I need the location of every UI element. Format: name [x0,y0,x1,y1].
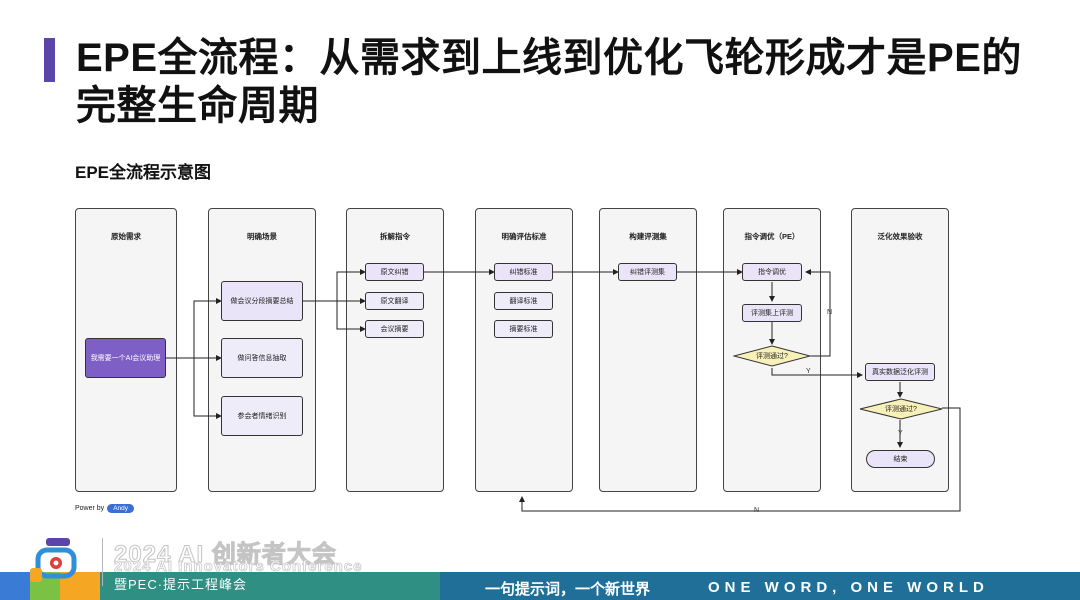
column-title: 构建评测集 [629,232,667,241]
title-accent-bar [44,38,55,82]
flow-diagram: 原始需求 明确场景 拆解指令 明确评估标准 构建评测集 指令调优（PE） 泛化效… [60,195,970,520]
column-title: 泛化效果验收 [877,232,923,241]
need-node: 我需要一个AI会议助理 [85,338,166,378]
real-eval-node: 真实数据泛化评测 [865,363,935,381]
edge-label-y: Y [806,368,811,375]
std-summary-node: 摘要标准 [494,320,553,338]
column-split: 拆解指令 [346,208,444,492]
pec-label: 暨PEC·提示工程峰会 [114,577,248,592]
edge-label-n: N [827,309,833,316]
footer-stripe [0,572,1080,600]
column-standard: 明确评估标准 [475,208,573,492]
conference-title: 2024 AI 创新者大会 [114,541,337,569]
scene-qa-node: 做问答信息抽取 [221,338,303,378]
power-by-label: Power by [75,505,105,512]
flow-edges [166,269,961,512]
eval-run-node: 评测集上评测 [742,304,802,322]
page-title: EPE全流程：从需求到上线到优化飞轮形成才是PE的完整生命周期 [76,36,1022,128]
slogan-en: ONE WORD, ONE WORLD [708,579,989,596]
split-translate-node: 原文翻译 [365,292,424,310]
column-title: 拆解指令 [380,232,410,241]
column-title: 原始需求 [111,232,141,241]
tune-node: 指令调优 [742,263,802,281]
conference-subtitle: 2024 AI Innovators Conference [114,558,363,576]
column-title: 指令调优（PE） [744,232,800,241]
pass-decision-2: 评测通过? [859,398,943,420]
slogan-cn: 一句提示词，一个新世界 [485,581,651,598]
split-summary-node: 会议摘要 [365,320,424,338]
end-node: 结束 [866,450,935,468]
scene-summary-node: 做会议分段摘要总结 [221,281,303,321]
column-title: 明确场景 [247,232,277,241]
std-translate-node: 翻译标准 [494,292,553,310]
column-title: 明确评估标准 [501,232,547,241]
diagram-subtitle: EPE全流程示意图 [75,163,212,182]
power-by: Power by Andy [75,504,135,513]
pass-decision-1: 评测通过? [733,345,811,367]
edge-label-y: Y [898,430,903,437]
conference-logo-icon [30,538,77,582]
author-chip[interactable]: Andy [107,504,135,513]
evalset-node: 纠错评测集 [618,263,677,281]
std-correct-node: 纠错标准 [494,263,553,281]
decision-label: 评测通过? [885,406,917,413]
footer-divider [102,538,103,586]
split-correct-node: 原文纠错 [365,263,424,281]
decision-label: 评测通过? [756,353,788,360]
scene-emotion-node: 参会者情绪识别 [221,396,303,436]
column-evalset: 构建评测集 [599,208,697,492]
edge-label-n: N [754,507,760,514]
